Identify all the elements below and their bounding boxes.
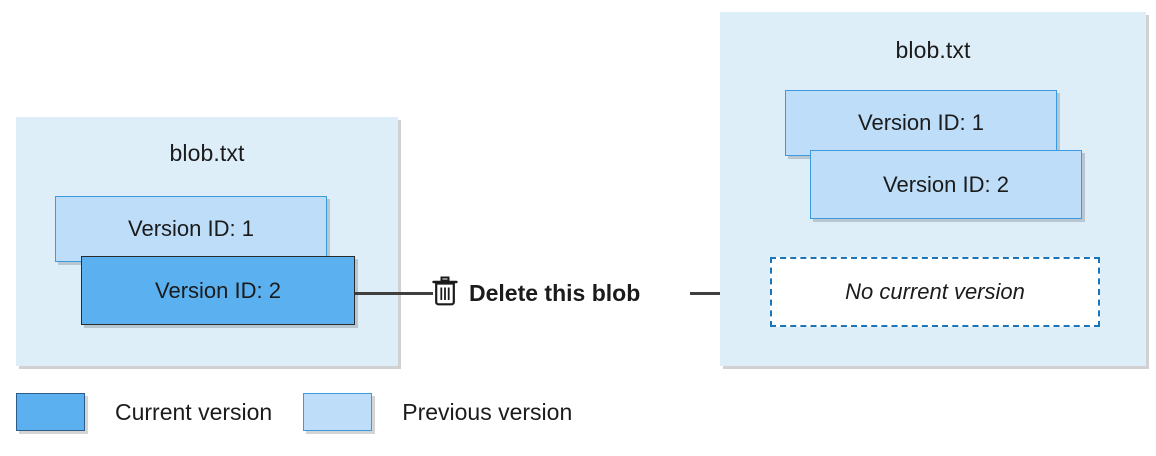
legend-swatch-previous <box>303 393 373 431</box>
version-card-before-2: Version ID: 2 <box>81 256 355 325</box>
blob-container-after: blob.txt Version ID: 1 Version ID: 2 No … <box>720 12 1146 366</box>
connector-line-left <box>355 292 433 295</box>
legend-item-previous-version: Previous version <box>303 393 572 431</box>
blob-container-before: blob.txt Version ID: 1 Version ID: 2 <box>16 117 398 366</box>
version-card-after-2: Version ID: 2 <box>810 150 1082 219</box>
version-label: Version ID: 1 <box>858 110 984 135</box>
version-card-after-1: Version ID: 1 <box>785 90 1057 156</box>
no-current-version-label: No current version <box>845 279 1025 304</box>
delete-blob-label: Delete this blob <box>469 279 641 306</box>
blob-name-after: blob.txt <box>895 37 971 63</box>
blob-name-before: blob.txt <box>169 140 245 166</box>
legend: Current version Previous version <box>16 392 572 432</box>
legend-label-previous: Previous version <box>402 398 573 425</box>
version-card-before-1: Version ID: 1 <box>55 196 327 262</box>
version-label: Version ID: 2 <box>155 277 281 303</box>
version-label: Version ID: 2 <box>883 171 1009 197</box>
version-label: Version ID: 1 <box>128 216 254 241</box>
legend-label-current: Current version <box>115 398 273 425</box>
trash-icon <box>432 276 458 311</box>
delete-blob-callout: Delete this blob <box>432 272 640 314</box>
legend-swatch-current <box>16 393 85 431</box>
no-current-version-box: No current version <box>770 257 1100 327</box>
legend-item-current-version: Current version <box>16 393 272 431</box>
